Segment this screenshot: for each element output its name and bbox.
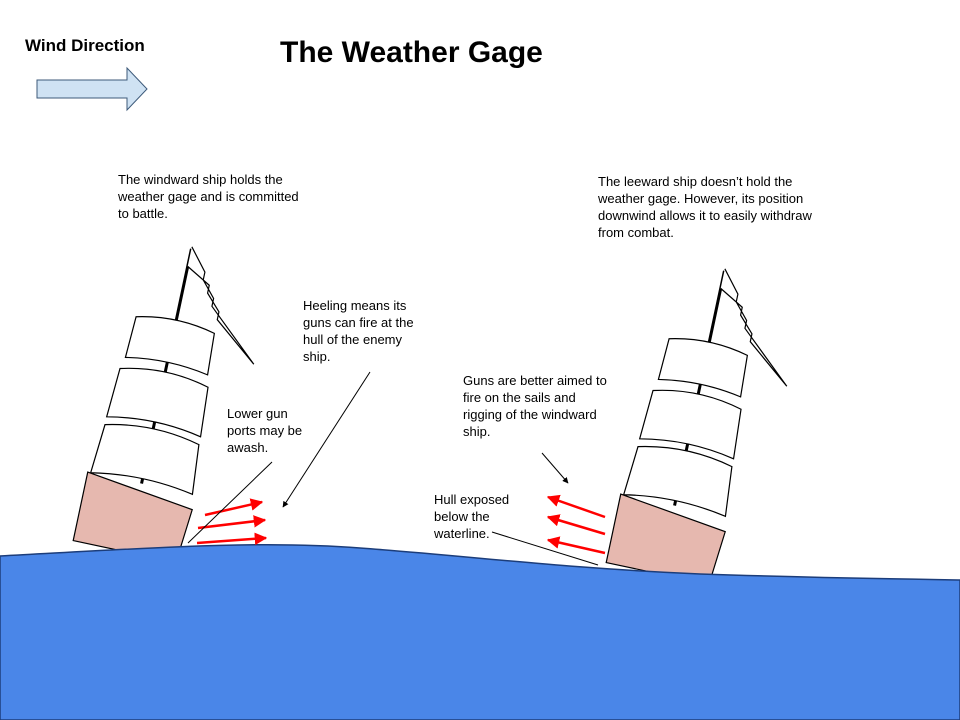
- leeward-ship: [604, 255, 810, 594]
- wind-direction-label: Wind Direction: [25, 36, 145, 55]
- wind-direction-arrow: [36, 66, 148, 112]
- sea: [0, 543, 960, 720]
- guns-aimed-pointer: [541, 452, 569, 484]
- windward-ship: [71, 233, 277, 572]
- leeward-gunfire-arrows: [546, 494, 606, 555]
- hull-exposed-note: Hull exposed below the waterline.: [434, 492, 510, 541]
- heeling-note: Heeling means its guns can fire at the h…: [303, 298, 414, 364]
- lower-ports-note: Lower gun ports may be awash.: [227, 406, 303, 455]
- heeling-pointer: [282, 371, 371, 508]
- guns-aimed-note: Guns are better aimed to fire on the sai…: [463, 373, 607, 439]
- leeward-note: The leeward ship doesn’t hold the weathe…: [598, 174, 812, 240]
- lower-ports-pointer: [187, 461, 273, 544]
- windward-note: The windward ship holds the weather gage…: [118, 172, 299, 221]
- windward-gunfire-arrows: [196, 498, 268, 546]
- diagram-title: The Weather Gage: [280, 36, 543, 69]
- hull-exposed-pointer: [491, 531, 599, 566]
